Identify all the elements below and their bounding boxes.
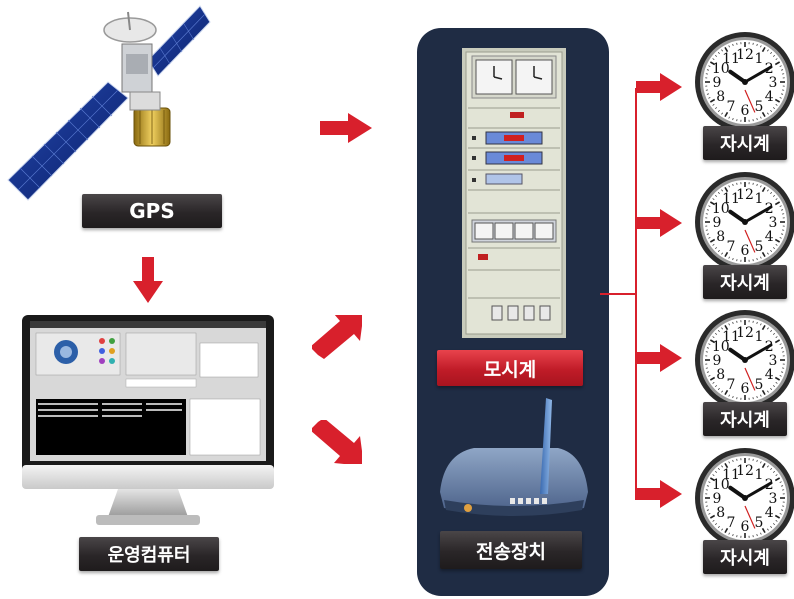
clock-numeral: 11 — [722, 51, 740, 67]
clock-numeral: 1 — [755, 329, 764, 345]
clock-numeral: 5 — [755, 239, 764, 255]
arrow-up-right-icon — [312, 315, 362, 359]
clock-numeral: 4 — [765, 505, 774, 521]
clock-numeral: 3 — [769, 215, 778, 231]
slave-clock-label: 자시계 — [703, 402, 787, 436]
clock-numeral: 7 — [727, 515, 736, 531]
computer-label: 운영컴퓨터 — [79, 537, 219, 571]
clock-numeral: 2 — [765, 339, 774, 355]
slave-clock-label: 자시계 — [703, 540, 787, 574]
clock-numeral: 6 — [741, 103, 750, 119]
clock-numeral: 12 — [736, 47, 754, 63]
clock-numeral: 3 — [769, 491, 778, 507]
arrow-down-icon — [133, 257, 163, 303]
clock-numeral: 2 — [765, 201, 774, 217]
arrow-right-icon — [636, 209, 682, 237]
clock-numeral: 5 — [755, 515, 764, 531]
clock-numeral: 11 — [722, 329, 740, 345]
clock-numeral: 7 — [727, 239, 736, 255]
arrow-right-icon — [636, 344, 682, 372]
clock-numeral: 6 — [741, 519, 750, 535]
clock-numeral: 9 — [713, 491, 722, 507]
clock-numeral: 6 — [741, 381, 750, 397]
arrow-down-right-icon — [312, 420, 362, 464]
arrow-right-icon — [636, 480, 682, 508]
clock-numeral: 8 — [716, 367, 725, 383]
slave-clock-label: 자시계 — [703, 265, 787, 299]
clock-numeral: 10 — [712, 201, 730, 217]
transmitter-label: 전송장치 — [440, 531, 582, 569]
clock-numeral: 11 — [722, 191, 740, 207]
clock-numeral: 12 — [736, 463, 754, 479]
clock-numeral: 2 — [765, 477, 774, 493]
clock-numeral: 9 — [713, 75, 722, 91]
clock-numeral: 11 — [722, 467, 740, 483]
clock-numeral: 10 — [712, 61, 730, 77]
satellite-icon — [0, 0, 215, 230]
clock-numeral: 1 — [755, 467, 764, 483]
clock-numeral: 10 — [712, 477, 730, 493]
clock-numeral: 8 — [716, 229, 725, 245]
clock-numeral: 1 — [755, 191, 764, 207]
clock-numeral: 12 — [736, 325, 754, 341]
clock-numeral: 7 — [727, 377, 736, 393]
clock-numeral: 3 — [769, 75, 778, 91]
clock-numeral: 4 — [765, 367, 774, 383]
clock-numeral: 4 — [765, 89, 774, 105]
clock-numeral: 5 — [755, 99, 764, 115]
clock-numeral: 7 — [727, 99, 736, 115]
master-clock-label: 모시계 — [437, 350, 583, 386]
clock-numeral: 4 — [765, 229, 774, 245]
clock-numeral: 1 — [755, 51, 764, 67]
gps-label: GPS — [82, 194, 222, 228]
clock-numeral: 3 — [769, 353, 778, 369]
clock-numeral: 8 — [716, 505, 725, 521]
clock-numeral: 9 — [713, 215, 722, 231]
monitor-icon — [22, 315, 274, 530]
clock-numeral: 12 — [736, 187, 754, 203]
connector-lines — [600, 60, 700, 530]
router-icon — [434, 396, 594, 522]
arrow-right-icon — [320, 113, 372, 143]
clock-numeral: 2 — [765, 61, 774, 77]
clock-numeral: 10 — [712, 339, 730, 355]
clock-numeral: 8 — [716, 89, 725, 105]
clock-numeral: 5 — [755, 377, 764, 393]
clock-numeral: 9 — [713, 353, 722, 369]
rack-icon — [462, 48, 566, 338]
arrow-right-icon — [636, 73, 682, 101]
clock-numeral: 6 — [741, 243, 750, 259]
slave-clock-label: 자시계 — [703, 126, 787, 160]
